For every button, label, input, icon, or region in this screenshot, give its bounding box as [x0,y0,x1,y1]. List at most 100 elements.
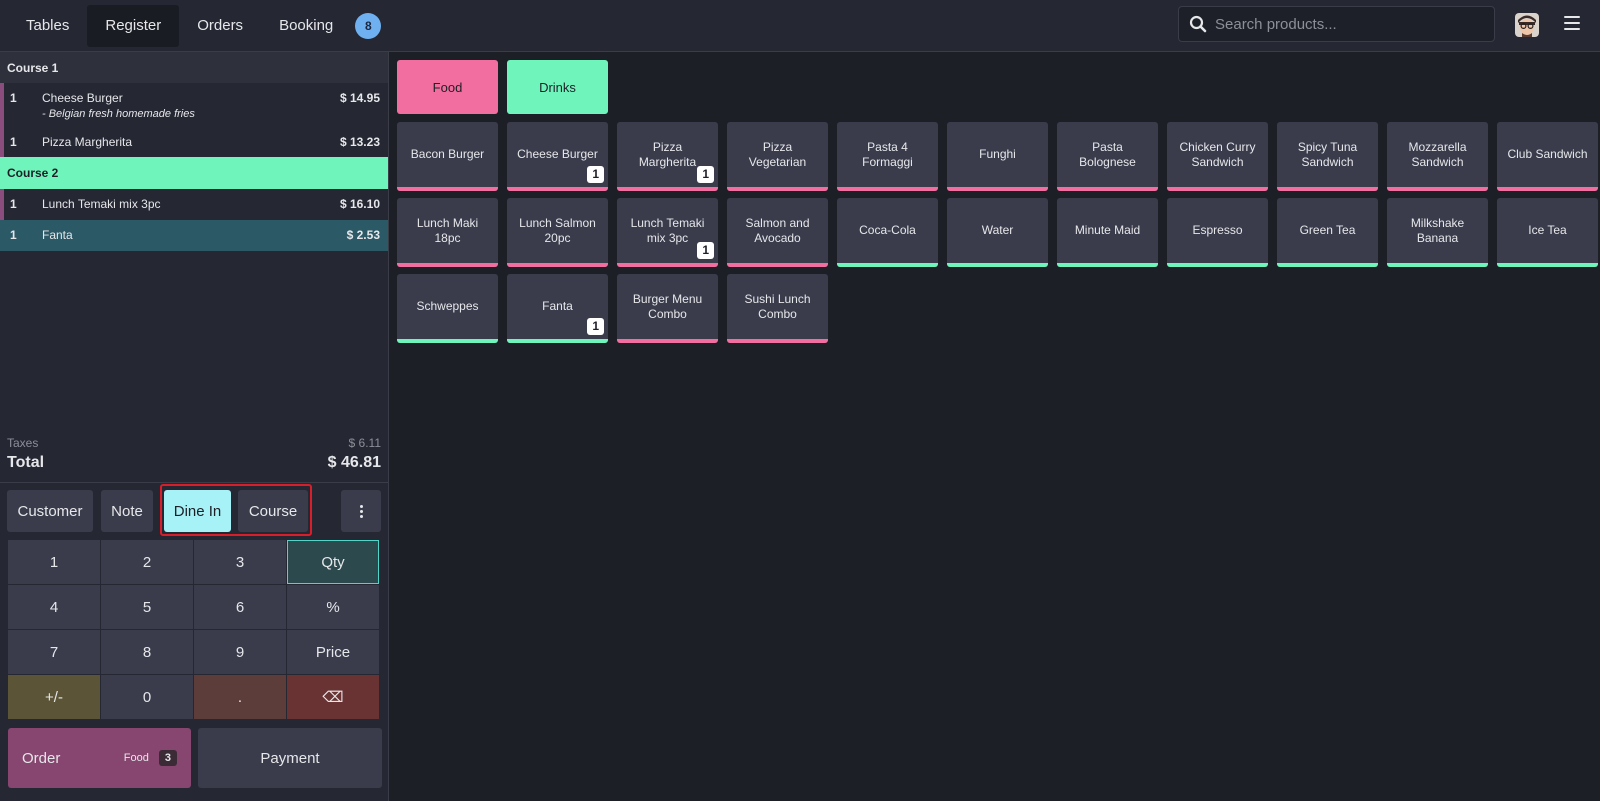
divider [0,482,388,483]
product-tile[interactable]: Bacon Burger [397,122,498,191]
numpad-key-1[interactable]: 1 [8,540,100,584]
order-line[interactable]: 1 Cheese Burger - Belgian fresh homemade… [0,83,388,127]
product-tile[interactable]: Water [947,198,1048,267]
tab-orders[interactable]: Orders [197,17,244,34]
course-header-2[interactable]: Course 2 [0,157,388,189]
numpad-key-8[interactable]: 8 [101,630,193,674]
numpad-key-0[interactable]: 0 [101,675,193,719]
order-line-selected[interactable]: 1 Fanta $ 2.53 [0,220,388,251]
backspace-icon[interactable]: ⌫ [287,675,379,719]
numpad-qty-mode[interactable]: Qty [287,540,379,584]
numpad-price-mode[interactable]: Price [287,630,379,674]
numpad-key-5[interactable]: 5 [101,585,193,629]
numpad-discount-mode[interactable]: % [287,585,379,629]
line-color-bar [0,189,4,220]
line-qty: 1 [10,228,17,242]
product-tile[interactable]: Schweppes [397,274,498,343]
product-name: Water [981,223,1014,237]
payment-button[interactable]: Payment [198,728,382,788]
product-category-stripe [1277,263,1378,267]
hamburger-menu-icon[interactable] [1564,16,1580,30]
action-buttons: Customer Note Dine In Course [0,484,389,536]
category-drinks[interactable]: Drinks [507,60,608,114]
numpad-plus-minus[interactable]: +/- [8,675,100,719]
more-options-button[interactable] [341,490,381,532]
product-tile[interactable]: Green Tea [1277,198,1378,267]
product-tile[interactable]: Burger Menu Combo [617,274,718,343]
total-value: $ 46.81 [327,454,381,471]
line-name-wrap: Cheese Burger - Belgian fresh homemade f… [42,83,340,127]
product-tile[interactable]: Ice Tea [1497,198,1598,267]
numpad-key-7[interactable]: 7 [8,630,100,674]
line-price: $ 14.95 [339,91,380,105]
product-tile[interactable]: Lunch Maki 18pc [397,198,498,267]
product-tile[interactable]: Mozzarella Sandwich [1387,122,1488,191]
tab-booking[interactable]: Booking [279,17,334,34]
kebab-menu-icon [359,504,363,518]
search-icon [1189,15,1207,33]
avatar-icon [1515,13,1539,37]
product-tile[interactable]: Funghi [947,122,1048,191]
product-qty-badge: 1 [697,242,714,259]
note-button[interactable]: Note [101,490,153,532]
product-category-stripe [1387,187,1488,191]
product-tile[interactable]: Salmon and Avocado [727,198,828,267]
product-name: Minute Maid [1074,223,1141,237]
product-tile[interactable]: Club Sandwich [1497,122,1598,191]
order-button[interactable]: Order Food 3 [8,728,191,788]
line-name: Lunch Temaki mix 3pc [42,197,161,211]
product-category-stripe [947,187,1048,191]
user-avatar[interactable] [1515,13,1539,37]
product-name: Spicy Tuna Sandwich [1297,139,1358,169]
product-tile[interactable]: Sushi Lunch Combo [727,274,828,343]
product-category-stripe [1167,263,1268,267]
numpad-key-3[interactable]: 3 [194,540,286,584]
course-button[interactable]: Course [238,490,308,532]
product-tile[interactable]: Pasta Bolognese [1057,122,1158,191]
product-name: Club Sandwich [1507,147,1588,161]
category-food[interactable]: Food [397,60,498,114]
tab-register[interactable]: Register [87,4,180,47]
product-tile[interactable]: Minute Maid [1057,198,1158,267]
product-category-stripe [837,263,938,267]
dine-in-button[interactable]: Dine In [164,490,231,532]
product-name: Espresso [1192,223,1243,237]
product-name: Pizza Margherita [638,139,697,169]
numpad-key-2[interactable]: 2 [101,540,193,584]
numpad-key-9[interactable]: 9 [194,630,286,674]
product-tile[interactable]: Pasta 4 Formaggi [837,122,938,191]
search-input[interactable] [1215,15,1494,33]
customer-button[interactable]: Customer [7,490,93,532]
order-button-label: Order [22,749,61,767]
line-price: $ 2.53 [346,228,380,242]
numpad-decimal[interactable]: . [194,675,286,719]
product-tile[interactable]: Lunch Salmon 20pc [507,198,608,267]
numpad-key-6[interactable]: 6 [194,585,286,629]
product-name: Pasta 4 Formaggi [862,139,913,169]
order-category: Food [123,752,149,764]
course-header-1[interactable]: Course 1 [0,52,388,83]
product-tile[interactable]: Espresso [1167,198,1268,267]
product-name: Lunch Salmon 20pc [519,215,596,245]
product-category-stripe [397,263,498,267]
product-tile[interactable]: Coca-Cola [837,198,938,267]
numpad-key-4[interactable]: 4 [8,585,100,629]
product-tile[interactable]: Pizza Vegetarian [727,122,828,191]
product-category-stripe [397,339,498,343]
tab-tables[interactable]: Tables [26,17,70,34]
order-line[interactable]: 1 Lunch Temaki mix 3pc $ 16.10 [0,189,388,220]
product-tile[interactable]: Spicy Tuna Sandwich [1277,122,1378,191]
order-line[interactable]: 1 Pizza Margherita $ 13.23 [0,127,388,157]
line-name: Pizza Margherita [42,135,133,149]
product-category-stripe [727,339,828,343]
line-color-bar [0,127,4,157]
product-qty-badge: 1 [697,166,714,183]
product-category-stripe [1057,187,1158,191]
product-tile[interactable]: Chicken Curry Sandwich [1167,122,1268,191]
product-tile[interactable]: Milkshake Banana [1387,198,1488,267]
